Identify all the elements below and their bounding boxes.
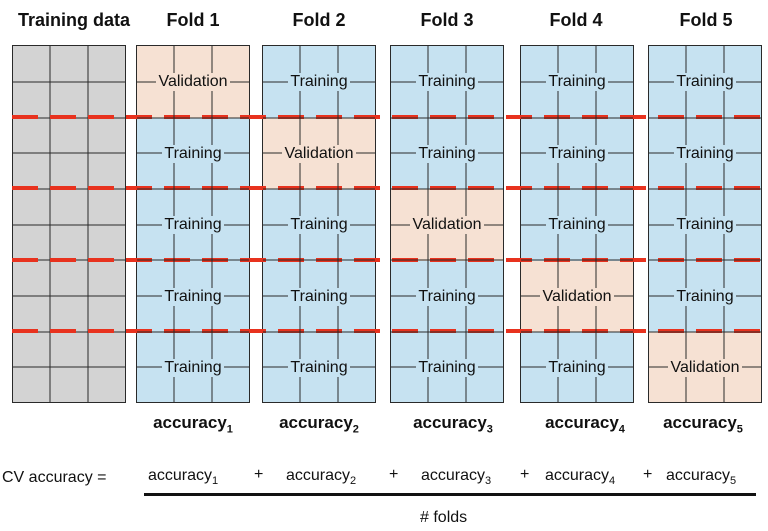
- formula-plus-3: +: [520, 466, 530, 483]
- formula-term-4: accuracy4: [545, 467, 616, 488]
- validation-segment: Validation: [391, 189, 503, 261]
- accuracy-fold-1: accuracy1: [153, 413, 233, 436]
- formula-term-3: accuracy3: [421, 467, 492, 488]
- segment-label: Training: [674, 144, 736, 163]
- formula-term-1: accuracy1: [148, 467, 219, 488]
- segment-label: Training: [416, 73, 478, 91]
- segment-label: Training: [288, 73, 350, 91]
- segment-label: Training: [674, 287, 736, 306]
- segment-label: Training: [416, 287, 478, 306]
- segment-label: Training: [546, 359, 608, 377]
- segment-label: Validation: [668, 359, 742, 377]
- segment-label: Training: [162, 359, 224, 377]
- segment-label: Training: [674, 73, 736, 91]
- segment-label: Validation: [156, 73, 230, 91]
- formula-plus-4: +: [643, 466, 653, 483]
- segment-label: Training: [416, 359, 478, 377]
- segment-label: Training: [162, 216, 224, 234]
- segment-label: Training: [288, 216, 350, 234]
- segment-label: Training: [546, 144, 608, 163]
- formula-denominator: # folds: [420, 509, 468, 526]
- segment-label: Training: [674, 216, 736, 234]
- header-fold-1: Fold 1: [166, 10, 220, 30]
- training-segment: Training: [521, 46, 633, 118]
- training-segment: Training: [649, 261, 761, 332]
- header-training-data: Training data: [17, 10, 131, 30]
- segment-label: Training: [546, 73, 608, 91]
- segment-label: Training: [162, 287, 224, 306]
- accuracy-fold-5: accuracy5: [663, 413, 743, 436]
- segment-label: Validation: [540, 287, 614, 306]
- accuracy-fold-3: accuracy3: [413, 413, 493, 436]
- fraction-bar: [144, 493, 756, 496]
- formula-lhs: CV accuracy =: [2, 469, 107, 486]
- segment-label: Validation: [410, 216, 484, 234]
- formula-term-2: accuracy2: [286, 467, 357, 488]
- training-segment: Training: [137, 118, 249, 189]
- segment-label: Training: [162, 144, 224, 163]
- segment-label: Training: [288, 287, 350, 306]
- formula-plus-2: +: [389, 466, 399, 483]
- segment-label: Training: [288, 359, 350, 377]
- header-fold-4: Fold 4: [549, 10, 603, 30]
- segment-label: Validation: [282, 144, 356, 163]
- accuracy-fold-4: accuracy4: [545, 413, 625, 436]
- training-data-grid: [12, 45, 126, 403]
- segment-label: Training: [546, 216, 608, 234]
- accuracy-fold-2: accuracy2: [279, 413, 359, 436]
- header-fold-3: Fold 3: [420, 10, 474, 30]
- header-fold-2: Fold 2: [292, 10, 346, 30]
- validation-segment: Validation: [263, 118, 375, 189]
- header-fold-5: Fold 5: [679, 10, 733, 30]
- segment-label: Training: [416, 144, 478, 163]
- training-data-gridlines: [12, 45, 126, 403]
- formula-plus-1: +: [254, 466, 264, 483]
- formula-term-5: accuracy5: [666, 467, 737, 488]
